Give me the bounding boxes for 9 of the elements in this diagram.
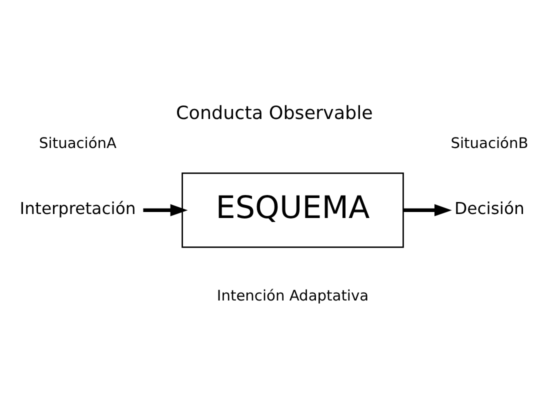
arrow [403,204,452,216]
node-box: ESQUEMA [182,172,404,248]
label: SituaciónB [450,134,528,152]
label: SituaciónA [39,134,117,152]
arrow [143,204,188,216]
diagram-title: Conducta Observable [176,102,373,124]
node-text: Decisión [454,199,524,218]
label: Intención Adaptativa [216,287,369,304]
node-text: Interpretación [20,199,136,218]
